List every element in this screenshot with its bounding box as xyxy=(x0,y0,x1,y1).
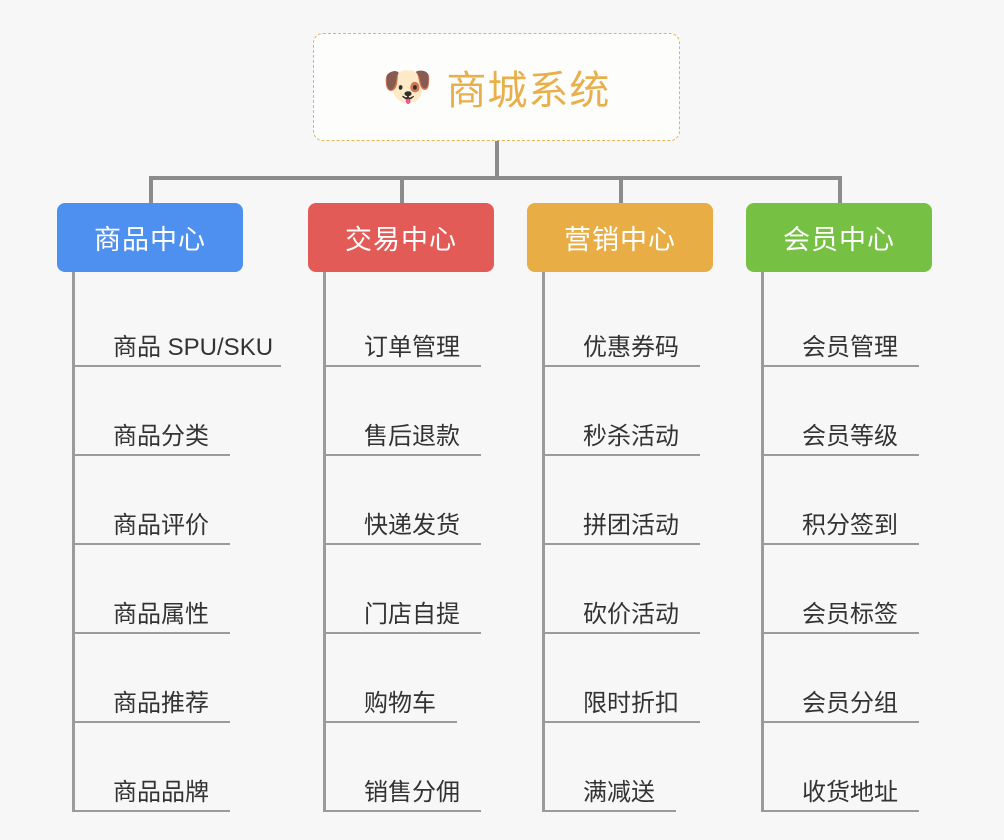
branch-header-label: 交易中心 xyxy=(345,225,457,255)
leaf-underline xyxy=(326,365,481,367)
leaf-underline xyxy=(545,365,700,367)
leaf-label: 限时折扣 xyxy=(583,690,679,717)
leaf-underline xyxy=(326,810,481,812)
leaf-label: 满减送 xyxy=(583,779,655,806)
leaf-underline xyxy=(75,454,230,456)
leaf-label: 拼团活动 xyxy=(583,512,679,539)
leaf-underline xyxy=(545,810,676,812)
leaf-item[interactable]: 商品 SPU/SKU xyxy=(75,278,287,367)
leaf-underline xyxy=(326,721,457,723)
leaf-item[interactable]: 门店自提 xyxy=(326,545,538,634)
leaf-item[interactable]: 会员管理 xyxy=(764,278,976,367)
leaf-label: 商品分类 xyxy=(113,423,209,450)
leaf-label: 砍价活动 xyxy=(583,601,679,628)
leaf-item[interactable]: 快递发货 xyxy=(326,456,538,545)
branch-leaf-list-2: 优惠券码 秒杀活动 拼团活动 砍价活动 限时折扣 满减送 xyxy=(542,272,757,812)
connector-drop-2 xyxy=(400,176,404,206)
leaf-underline xyxy=(764,810,919,812)
leaf-item[interactable]: 满减送 xyxy=(545,723,757,812)
leaf-item[interactable]: 收货地址 xyxy=(764,723,976,812)
leaf-label: 秒杀活动 xyxy=(583,423,679,450)
dog-face-icon: 🐶 xyxy=(382,65,433,109)
leaf-item[interactable]: 商品推荐 xyxy=(75,634,287,723)
leaf-underline xyxy=(326,454,481,456)
branch-column-3: 会员中心 会员管理 会员等级 积分签到 会员标签 会员分组 xyxy=(746,203,976,812)
leaf-underline xyxy=(75,632,230,634)
leaf-underline xyxy=(75,721,230,723)
leaf-label: 售后退款 xyxy=(364,423,460,450)
branch-header-label: 会员中心 xyxy=(783,225,895,255)
branch-leaf-list-0: 商品 SPU/SKU 商品分类 商品评价 商品属性 商品推荐 商品品牌 xyxy=(72,272,287,812)
leaf-underline xyxy=(545,543,700,545)
leaf-underline xyxy=(545,454,700,456)
leaf-label: 会员管理 xyxy=(802,334,898,361)
connector-root-stem xyxy=(495,141,499,177)
leaf-label: 积分签到 xyxy=(802,512,898,539)
leaf-label: 门店自提 xyxy=(364,601,460,628)
branch-header-label: 商品中心 xyxy=(94,225,206,255)
leaf-item[interactable]: 会员标签 xyxy=(764,545,976,634)
leaf-label: 会员等级 xyxy=(802,423,898,450)
leaf-item[interactable]: 会员等级 xyxy=(764,367,976,456)
connector-drop-1 xyxy=(149,176,153,206)
leaf-item[interactable]: 拼团活动 xyxy=(545,456,757,545)
branch-leaf-list-1: 订单管理 售后退款 快递发货 门店自提 购物车 销售分佣 xyxy=(323,272,538,812)
leaf-item[interactable]: 积分签到 xyxy=(764,456,976,545)
branch-column-0: 商品中心 商品 SPU/SKU 商品分类 商品评价 商品属性 商品推荐 xyxy=(57,203,287,812)
leaf-underline xyxy=(75,810,230,812)
leaf-underline xyxy=(326,543,481,545)
branch-column-1: 交易中心 订单管理 售后退款 快递发货 门店自提 购物车 xyxy=(308,203,538,812)
leaf-item[interactable]: 优惠券码 xyxy=(545,278,757,367)
leaf-label: 销售分佣 xyxy=(364,779,460,806)
leaf-item[interactable]: 商品品牌 xyxy=(75,723,287,812)
connector-drop-4 xyxy=(838,176,842,206)
branch-column-2: 营销中心 优惠券码 秒杀活动 拼团活动 砍价活动 限时折扣 xyxy=(527,203,757,812)
leaf-label: 商品属性 xyxy=(113,601,209,628)
leaf-label: 商品品牌 xyxy=(113,779,209,806)
leaf-underline xyxy=(75,365,281,367)
leaf-label: 收货地址 xyxy=(802,779,898,806)
root-title: 商城系统 xyxy=(446,69,611,113)
leaf-underline xyxy=(75,543,230,545)
leaf-item[interactable]: 会员分组 xyxy=(764,634,976,723)
leaf-item[interactable]: 商品分类 xyxy=(75,367,287,456)
leaf-item[interactable]: 商品评价 xyxy=(75,456,287,545)
leaf-item[interactable]: 限时折扣 xyxy=(545,634,757,723)
branch-header-1[interactable]: 交易中心 xyxy=(308,203,494,272)
leaf-label: 快递发货 xyxy=(364,512,460,539)
leaf-item[interactable]: 销售分佣 xyxy=(326,723,538,812)
leaf-item[interactable]: 砍价活动 xyxy=(545,545,757,634)
leaf-item[interactable]: 商品属性 xyxy=(75,545,287,634)
connector-horizontal-bus xyxy=(149,176,842,180)
leaf-underline xyxy=(545,721,700,723)
branch-header-3[interactable]: 会员中心 xyxy=(746,203,932,272)
branch-leaf-list-3: 会员管理 会员等级 积分签到 会员标签 会员分组 收货地址 xyxy=(761,272,976,812)
leaf-underline xyxy=(764,632,919,634)
leaf-label: 订单管理 xyxy=(364,334,460,361)
root-node[interactable]: 🐶 商城系统 xyxy=(313,33,680,141)
branch-header-0[interactable]: 商品中心 xyxy=(57,203,243,272)
leaf-label: 商品评价 xyxy=(113,512,209,539)
leaf-item[interactable]: 订单管理 xyxy=(326,278,538,367)
leaf-label: 会员标签 xyxy=(802,601,898,628)
leaf-underline xyxy=(764,543,919,545)
leaf-label: 会员分组 xyxy=(802,690,898,717)
leaf-underline xyxy=(764,721,919,723)
leaf-label: 商品推荐 xyxy=(113,690,209,717)
leaf-item[interactable]: 购物车 xyxy=(326,634,538,723)
branch-header-label: 营销中心 xyxy=(564,225,676,255)
connector-drop-3 xyxy=(619,176,623,206)
branch-header-2[interactable]: 营销中心 xyxy=(527,203,713,272)
leaf-label: 购物车 xyxy=(364,690,436,717)
leaf-underline xyxy=(764,454,919,456)
leaf-item[interactable]: 秒杀活动 xyxy=(545,367,757,456)
leaf-label: 商品 SPU/SKU xyxy=(113,334,274,361)
leaf-underline xyxy=(326,632,481,634)
leaf-label: 优惠券码 xyxy=(583,334,679,361)
leaf-underline xyxy=(545,632,700,634)
leaf-underline xyxy=(764,365,919,367)
leaf-item[interactable]: 售后退款 xyxy=(326,367,538,456)
